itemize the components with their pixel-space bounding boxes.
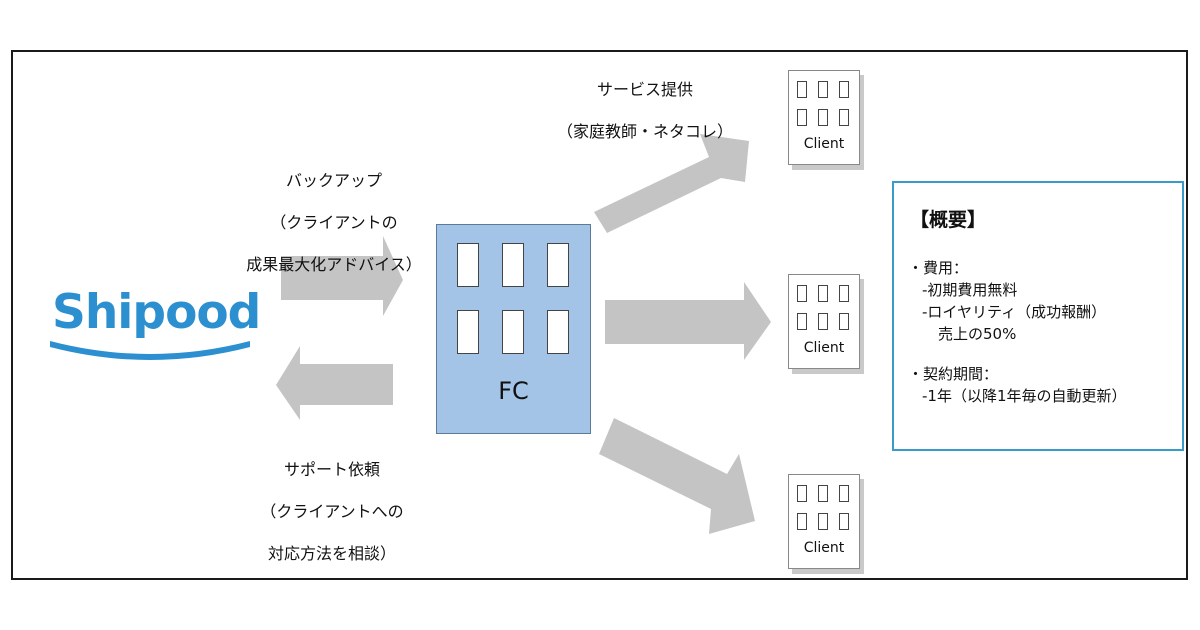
cost-item-royalty: -ロイヤリティ（成功報酬） <box>922 303 1107 321</box>
client-window <box>839 285 849 302</box>
cost-item-initial-fee: -初期費用無料 <box>922 281 1018 299</box>
service-caption-line1: サービス提供 <box>596 80 693 99</box>
backup-caption-line3: 成果最大化アドバイス） <box>246 255 422 274</box>
client-window <box>797 81 807 98</box>
client-window <box>818 285 828 302</box>
contract-item-term: -1年（以降1年毎の自動更新） <box>922 387 1127 405</box>
support-caption-line2: （クライアントへの <box>260 502 404 521</box>
summary-box: 【概要】 ・費用： -初期費用無料 -ロイヤリティ（成功報酬） 売上の50% ・… <box>892 181 1184 451</box>
client-label: Client <box>803 136 845 152</box>
client-window <box>818 313 828 330</box>
service-arrow-top <box>594 134 749 233</box>
client-building-bottom: Client <box>788 474 860 569</box>
client-window <box>797 513 807 530</box>
summary-title: 【概要】 <box>910 209 987 231</box>
fc-window <box>502 243 524 287</box>
client-building-middle: Client <box>788 274 860 369</box>
client-window <box>839 513 849 530</box>
service-arrow-middle <box>605 282 771 360</box>
client-window <box>818 485 828 502</box>
fc-window <box>502 310 524 354</box>
support-caption: サポート依頼 （クライアントへの 対応方法を相談） <box>222 438 442 585</box>
client-window <box>818 109 828 126</box>
client-label: Client <box>803 340 845 356</box>
client-window <box>797 485 807 502</box>
client-label: Client <box>803 540 845 556</box>
support-arrow <box>276 346 393 420</box>
client-window <box>839 313 849 330</box>
contract-heading: ・契約期間： <box>908 365 999 383</box>
logo-text: Shipood <box>52 285 261 340</box>
backup-caption-line2: （クライアントの <box>270 213 398 232</box>
logo-smile-icon <box>50 341 250 360</box>
backup-caption-line1: バックアップ <box>285 171 382 190</box>
fc-building: FC <box>436 224 591 434</box>
client-window <box>839 485 849 502</box>
client-window <box>797 109 807 126</box>
service-caption: サービス提供 （家庭教師・ネタコレ） <box>545 58 745 163</box>
cost-heading: ・費用： <box>908 259 969 277</box>
client-building-top: Client <box>788 70 860 165</box>
fc-window <box>457 243 479 287</box>
client-window <box>818 513 828 530</box>
service-caption-line2: （家庭教師・ネタコレ） <box>556 122 733 141</box>
service-arrow-bottom <box>599 418 755 534</box>
support-caption-line1: サポート依頼 <box>283 460 380 479</box>
fc-label: FC <box>498 377 529 405</box>
fc-window <box>457 310 479 354</box>
fc-window <box>547 310 569 354</box>
client-window <box>839 109 849 126</box>
support-caption-line3: 対応方法を相談） <box>267 544 396 563</box>
backup-caption: バックアップ （クライアントの 成果最大化アドバイス） <box>214 149 454 296</box>
fc-window <box>547 243 569 287</box>
diagram-frame <box>11 50 1188 580</box>
client-window <box>797 313 807 330</box>
client-window <box>839 81 849 98</box>
client-window <box>818 81 828 98</box>
client-window <box>797 285 807 302</box>
backup-arrow <box>281 236 403 316</box>
cost-item-royalty-detail: 売上の50% <box>938 325 1017 343</box>
shipood-logo: Shipood <box>48 285 261 360</box>
